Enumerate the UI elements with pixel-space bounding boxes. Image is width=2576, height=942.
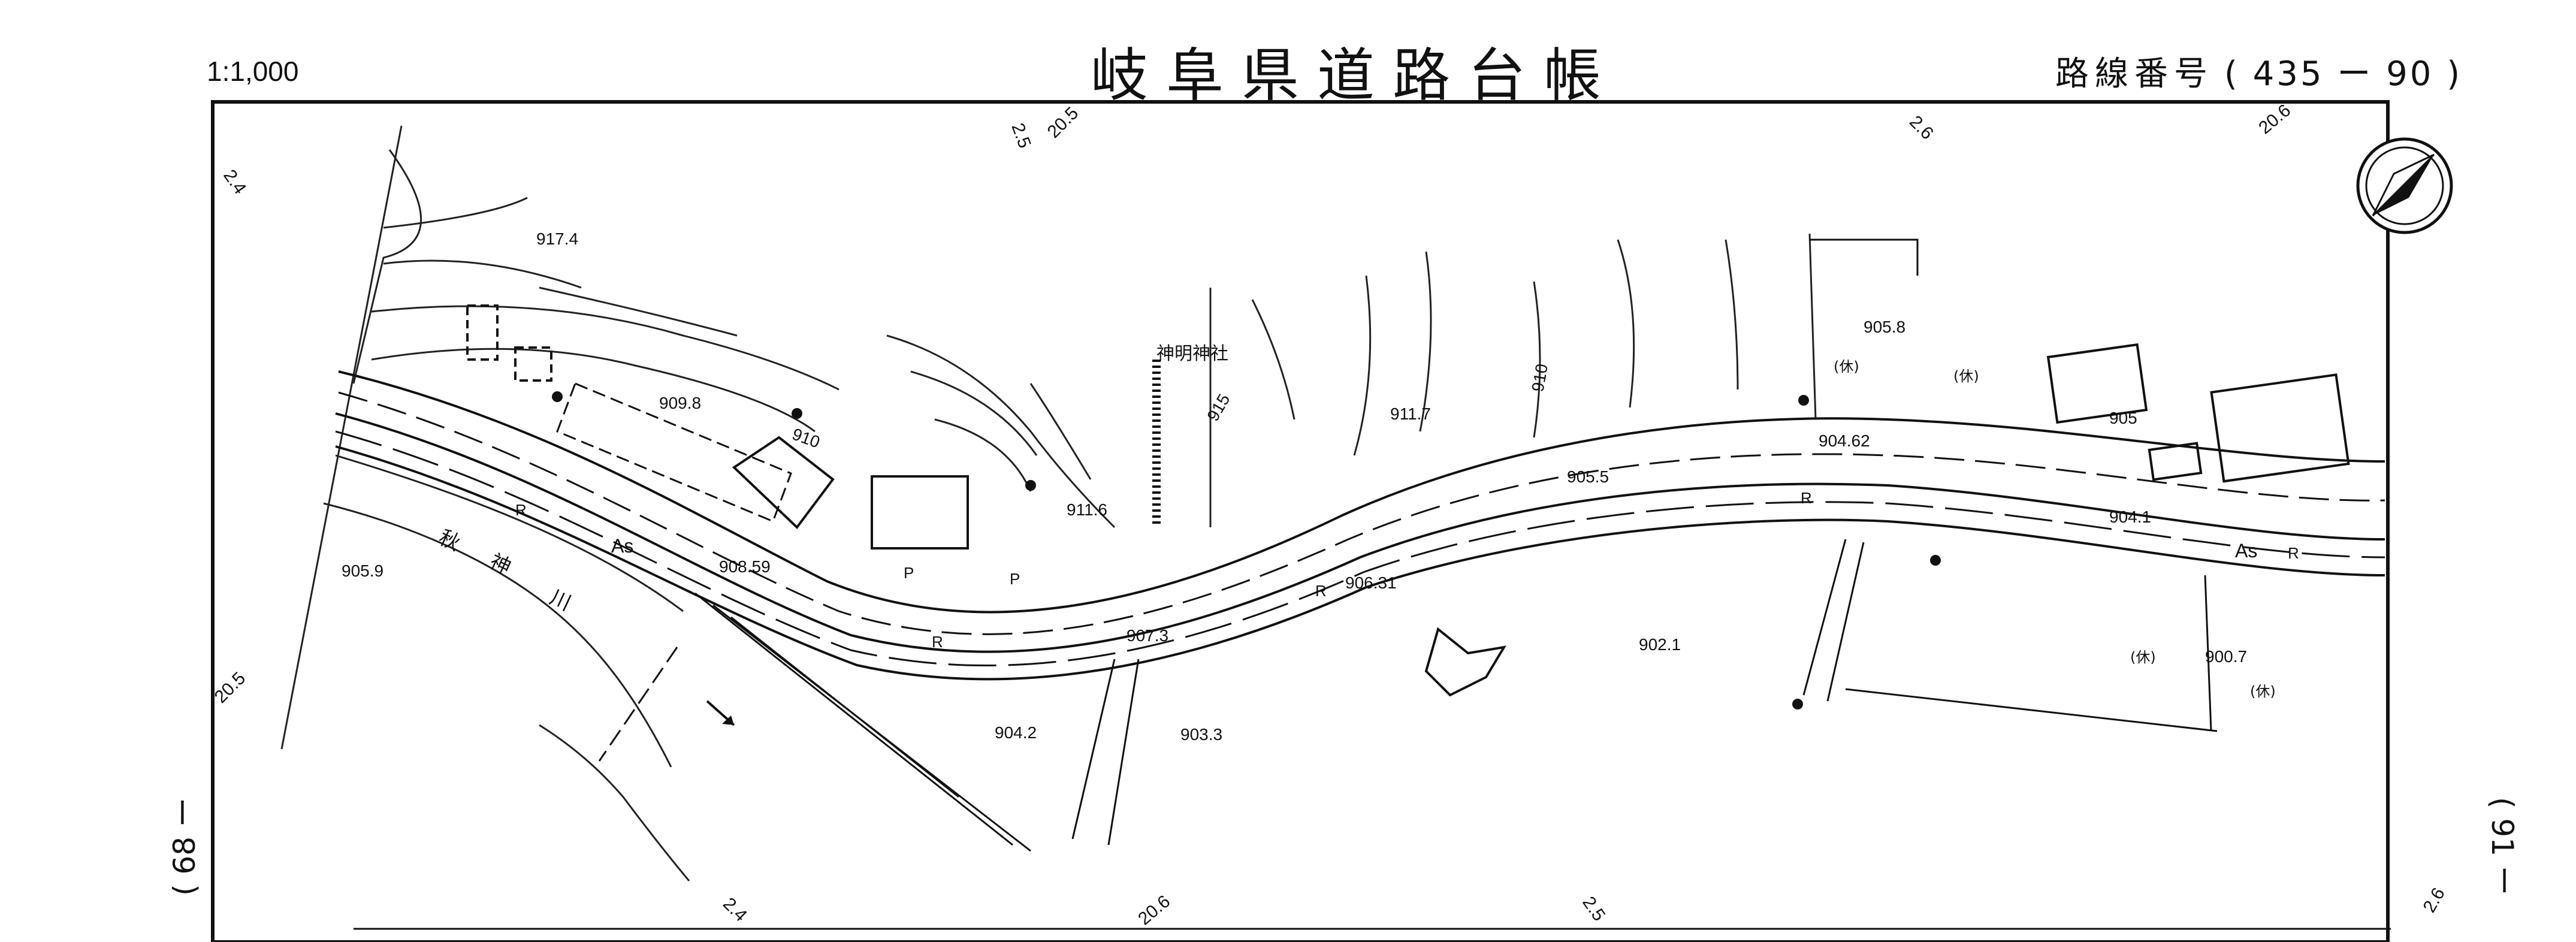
elevation-label: 904.1 xyxy=(2109,508,2151,526)
elevation-label: 907.3 xyxy=(1127,626,1168,645)
flow-arrow-icon xyxy=(706,700,735,726)
utility-markers xyxy=(552,391,1941,709)
buildings xyxy=(466,238,2350,697)
main-road xyxy=(335,370,2385,681)
elevation-label: 917.4 xyxy=(536,230,578,248)
road-surface-label: As xyxy=(2235,540,2257,561)
contour-label: 905 xyxy=(2109,409,2137,427)
elevation-label: 905.9 xyxy=(342,561,383,580)
rest-label: (休) xyxy=(1834,358,1859,375)
route-label: 路線番号 xyxy=(2055,55,2213,93)
contour-label: 910 xyxy=(1528,363,1551,393)
p-label: P xyxy=(1010,570,1020,588)
rest-label: (休) xyxy=(1953,368,1979,385)
north-arrow-icon xyxy=(2356,137,2453,234)
elevation-labels: 917.4 909.8 908.59 905.9 911.7 911.6 906… xyxy=(342,230,2247,744)
contour-labels: 910 915 910 905 xyxy=(790,363,2137,452)
elevation-label: 903.3 xyxy=(1180,725,1222,744)
elevation-label: 911.7 xyxy=(1390,404,1431,423)
grid-tick-top: 20.5 xyxy=(1044,103,1083,142)
route-number-value: ( 435 ー 90 ) xyxy=(2224,55,2463,93)
rest-label: (休) xyxy=(2250,683,2276,700)
branch-roads xyxy=(598,360,2218,852)
elevation-label: 906.31 xyxy=(1345,573,1397,592)
page-number-right: ( 91 ー xyxy=(2485,797,2520,896)
grid-tick-left: 2.4 xyxy=(219,166,250,198)
contour-label: 915 xyxy=(1203,391,1233,424)
r-label: R xyxy=(932,633,943,651)
elevation-label: 905.5 xyxy=(1567,467,1609,486)
grid-tick-top: 20.6 xyxy=(2255,101,2294,138)
river-banks xyxy=(323,454,690,881)
map-frame xyxy=(211,100,2390,942)
elevation-label: 900.7 xyxy=(2205,647,2247,666)
grid-tick-bottom: 20.6 xyxy=(1134,892,1174,929)
grid-tick-bottom: 2.6 xyxy=(2419,884,2448,916)
elevation-label: 904.2 xyxy=(995,723,1037,742)
shrine-label: 神明神社 xyxy=(1156,343,1228,364)
road-surface-label: As xyxy=(611,535,633,557)
r-label: R xyxy=(2288,544,2299,562)
r-label: R xyxy=(515,501,527,519)
grid-tick-bottom: 2.4 xyxy=(719,894,751,926)
terrain-lines xyxy=(280,125,1817,750)
river-label-2: 神 xyxy=(486,550,515,580)
elevation-label: 911.6 xyxy=(1067,500,1107,519)
grid-tick-top: 2.6 xyxy=(1905,112,1937,144)
elevation-label: 909.8 xyxy=(659,394,701,412)
r-label: R xyxy=(1801,489,1812,507)
grid-tick-bottom: 2.5 xyxy=(1578,893,1609,925)
elevation-label: 908.59 xyxy=(719,557,771,576)
river-label-3: 川 xyxy=(546,585,575,616)
page-title: 岐阜県道路台帳 xyxy=(1091,42,1619,109)
grid-tick-top: 2.5 xyxy=(1007,120,1034,150)
p-label: P xyxy=(904,564,914,582)
elevation-label: 904.62 xyxy=(1819,431,1870,450)
rest-label: (休) xyxy=(2130,649,2156,666)
contour-label: 910 xyxy=(790,425,823,452)
route-number: 路線番号 ( 435 ー 90 ) xyxy=(2055,47,2462,95)
elevation-label: 905.8 xyxy=(1864,318,1905,336)
grid-tick-left: 20.5 xyxy=(211,668,250,707)
elevation-label: 902.1 xyxy=(1639,635,1681,654)
map-scale: 1:1,000 xyxy=(207,56,299,87)
r-label: R xyxy=(1315,582,1327,600)
